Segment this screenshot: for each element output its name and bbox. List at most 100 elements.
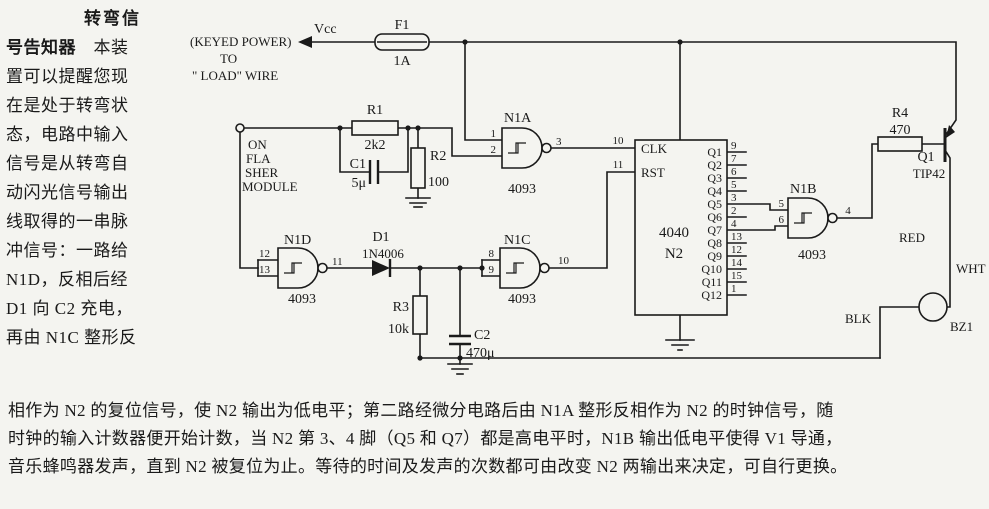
label-f1-value: 1A — [393, 54, 411, 69]
label-counter-q: Q4 — [707, 184, 722, 198]
label-counter-q: Q6 — [707, 210, 722, 224]
pin-counter-q: 12 — [731, 244, 742, 256]
label-c1-value: 5μ — [351, 176, 366, 191]
label-flasher-on: ON — [248, 137, 267, 152]
resistor-r2 — [410, 147, 426, 189]
pin-n1d-in1: 12 — [259, 248, 270, 260]
label-rst: RST — [641, 165, 665, 180]
label-counter-q: Q5 — [707, 197, 722, 211]
label-r3-value: 10k — [388, 322, 409, 337]
intro-line: 在是处于转弯状 — [6, 96, 129, 115]
resistor-r4 — [877, 136, 923, 152]
transistor-q1 — [943, 125, 955, 162]
pin-counter-q: 9 — [731, 140, 737, 152]
pin-counter-q: 14 — [731, 257, 743, 269]
label-counter-name: N2 — [665, 246, 683, 262]
label-counter-q: Q10 — [701, 262, 722, 276]
label-keyed-power: (KEYED POWER) — [190, 34, 291, 49]
label-counter-q: Q12 — [701, 288, 722, 302]
pin-counter-q: 6 — [731, 166, 737, 178]
intro-title: 转弯信 — [84, 9, 141, 28]
label-r2: R2 — [430, 149, 446, 164]
pin-counter-clk: 10 — [613, 135, 625, 147]
label-load-wire: " LOAD" WIRE — [192, 68, 278, 83]
gate-n1c — [499, 247, 550, 289]
gate-n1a — [501, 127, 552, 169]
keyed-power-arrow-icon — [298, 36, 312, 48]
schematic-labels: (KEYED POWER) TO " LOAD" WIRE Vcc F1 1A … — [190, 18, 986, 361]
gate-n1b — [787, 197, 838, 239]
label-n1a-part: 4093 — [508, 182, 536, 197]
description-paragraph: 相作为 N2 的复位信号，使 N2 输出为低电平；第二路经微分电路后由 N1A … — [8, 397, 984, 481]
label-counter-q: Q1 — [707, 145, 722, 159]
capacitor-c1 — [368, 160, 380, 184]
pin-n1b-out: 4 — [845, 205, 851, 217]
pin-counter-q: 4 — [731, 218, 737, 230]
pin-n1c-out: 10 — [558, 255, 570, 267]
label-c1: C1 — [350, 157, 366, 172]
label-flasher-sher: SHER — [245, 165, 279, 180]
intro-text-column: 转弯信 号告知器 本装 置可以提醒您现 在是处于转弯状 态，电路中输入 信号是从… — [6, 4, 186, 352]
intro-line: 信号是从转弯自 — [6, 154, 129, 173]
label-n1c-part: 4093 — [508, 292, 536, 307]
diode-d1 — [372, 259, 392, 277]
intro-line: 冲信号：一路给 — [6, 241, 129, 260]
label-counter-q: Q9 — [707, 249, 722, 263]
intro-line: 态，电路中输入 — [6, 125, 129, 144]
pin-counter-rst: 11 — [613, 159, 624, 171]
label-wire-blk: BLK — [845, 311, 872, 326]
label-n1d: N1D — [284, 233, 311, 248]
label-counter-part: 4040 — [659, 225, 689, 241]
intro-line: 号告知器 本装 — [6, 33, 186, 62]
label-wire-wht: WHT — [956, 261, 986, 276]
label-n1c: N1C — [504, 233, 530, 248]
capacitor-c2 — [449, 334, 471, 346]
circuit-wires — [239, 41, 957, 375]
pin-n1a-in1: 1 — [491, 128, 497, 140]
label-counter-q: Q3 — [707, 171, 722, 185]
pin-n1b-in2: 6 — [779, 214, 785, 226]
label-r1: R1 — [367, 103, 383, 118]
label-r3: R3 — [393, 300, 409, 315]
label-counter-q: Q2 — [707, 158, 722, 172]
label-q1: Q1 — [917, 150, 934, 165]
pin-counter-q: 2 — [731, 205, 737, 217]
pin-n1a-in2: 2 — [491, 144, 497, 156]
label-d1: D1 — [372, 230, 389, 245]
pin-n1d-in2: 13 — [259, 264, 271, 276]
pin-counter-q: 7 — [731, 153, 737, 165]
intro-line: 动闪光信号输出 — [6, 183, 129, 202]
intro-line: D1 向 C2 充电， — [6, 299, 133, 318]
pin-counter-q: 3 — [731, 192, 737, 204]
intro-line-text: 本装 — [76, 38, 129, 57]
label-vcc: Vcc — [314, 22, 337, 37]
pin-n1b-in1: 5 — [779, 198, 785, 210]
intro-line: 再由 N1C 整形反 — [6, 328, 137, 347]
fuse-f1 — [374, 33, 430, 51]
label-flasher-module: MODULE — [242, 179, 298, 194]
pin-counter-q: 5 — [731, 179, 737, 191]
pin-counter-q: 15 — [731, 270, 743, 282]
description-line: 音乐蜂鸣器发声，直到 N2 被复位为止。等待的时间及发声的次数都可由改变 N2 … — [8, 457, 848, 476]
label-r2-value: 100 — [428, 175, 449, 190]
label-d1-value: 1N4006 — [362, 246, 404, 261]
label-n1d-part: 4093 — [288, 292, 316, 307]
label-c2-value: 470μ — [466, 346, 495, 361]
label-to: TO — [220, 51, 237, 66]
intro-title-cont: 号告知器 — [6, 38, 76, 57]
label-r1-value: 2k2 — [365, 138, 386, 153]
description-line: 相作为 N2 的复位信号，使 N2 输出为低电平；第二路经微分电路后由 N1A … — [8, 401, 834, 420]
gate-n1d — [277, 247, 328, 289]
pin-n1d-out: 11 — [332, 256, 343, 268]
label-c2: C2 — [474, 328, 490, 343]
label-flasher-fla: FLA — [246, 151, 271, 166]
junction-dots — [337, 39, 683, 361]
pin-n1a-out: 3 — [556, 136, 562, 148]
resistor-r3 — [412, 295, 428, 335]
intro-line: N1D，反相后经 — [6, 270, 129, 289]
resistor-r1 — [351, 120, 399, 136]
label-r4: R4 — [892, 106, 908, 121]
pin-n1c-in1: 8 — [489, 248, 495, 260]
label-n1b: N1B — [790, 182, 816, 197]
